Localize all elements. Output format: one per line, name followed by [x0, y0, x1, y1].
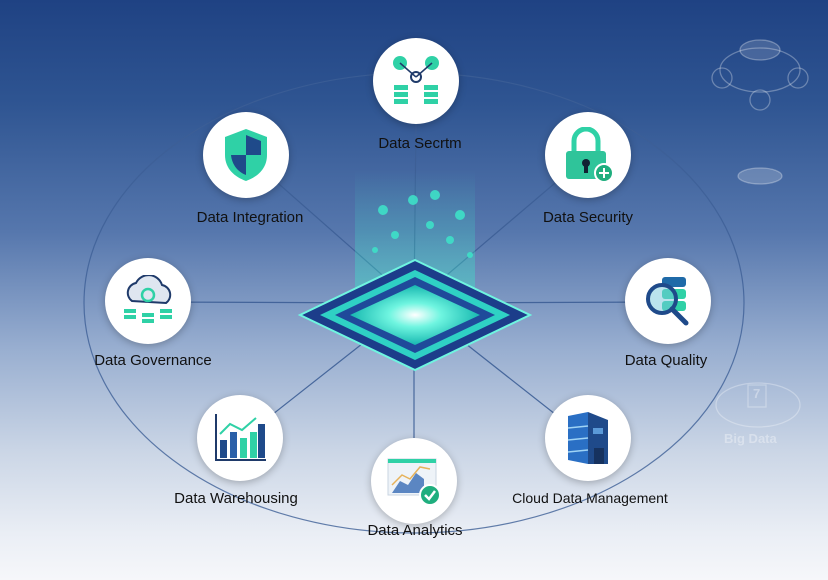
node-data-warehousing[interactable] — [197, 395, 283, 481]
node-data-governance[interactable] — [105, 258, 191, 344]
label-data-security: Data Security — [542, 209, 634, 226]
data-platform-chip — [297, 170, 533, 372]
label-data-governance: Data Governance — [94, 352, 212, 369]
node-data-analytics[interactable] — [371, 438, 457, 524]
node-data-security[interactable] — [545, 112, 631, 198]
bar-chart-icon — [215, 414, 266, 461]
label-cloud-data-management: Cloud Data Management — [512, 490, 668, 506]
network-database-icon — [393, 56, 439, 104]
label-data-warehousing: Data Warehousing — [174, 490, 298, 507]
label-data-quality: Data Quality — [624, 352, 708, 369]
analytics-board-icon — [387, 458, 441, 506]
server-building-icon — [567, 412, 608, 464]
cloud-database-icon — [124, 275, 172, 323]
node-data-integration[interactable] — [203, 112, 289, 198]
node-data-stream[interactable] — [373, 38, 459, 124]
label-data-analytics: Data Analytics — [367, 522, 463, 539]
magnifier-database-icon — [646, 277, 689, 326]
ghost-badge: 7 — [753, 386, 761, 401]
padlock-icon — [566, 127, 614, 183]
ghost-label: Big Data — [724, 431, 777, 446]
shield-icon — [225, 129, 267, 181]
node-data-quality[interactable] — [625, 258, 711, 344]
label-data-stream: Data Secrtm — [378, 135, 462, 152]
label-data-integration: Data Integration — [196, 209, 304, 226]
node-cloud-data-management[interactable] — [545, 395, 631, 481]
